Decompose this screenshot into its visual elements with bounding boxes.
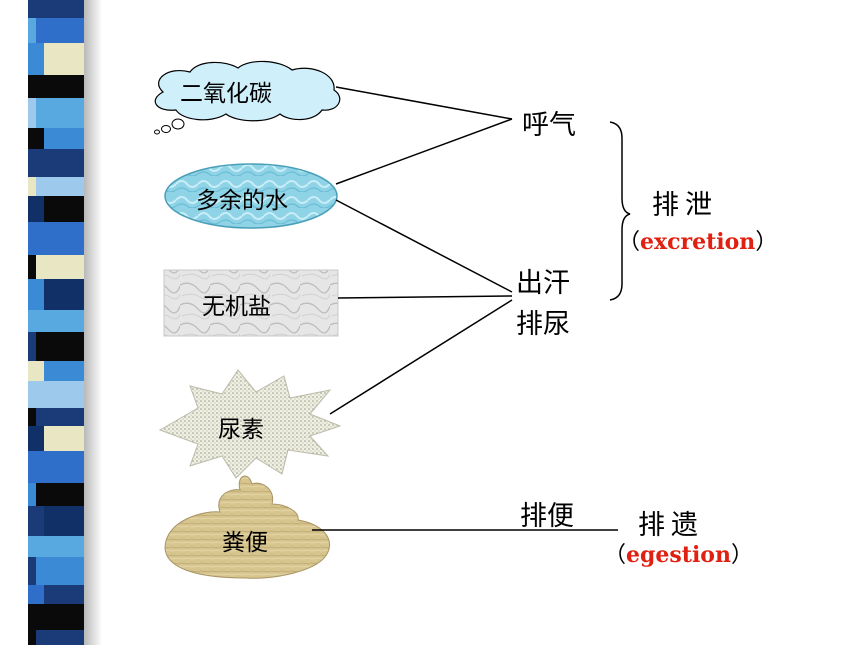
category-egestion-label: 排遗: [638, 510, 704, 541]
process-breath-label: 呼气: [522, 110, 576, 141]
stripe-segment: [36, 18, 84, 43]
process-urine-label: 排尿: [516, 309, 570, 340]
stripe-segment: [28, 149, 84, 177]
category-egestion-english: （egestion）: [604, 537, 753, 569]
process-sweat-label: 出汗: [516, 268, 570, 299]
stripe-segment: [44, 585, 84, 604]
water-to-sweat-urine-line: [335, 199, 513, 293]
stripe-bar-shadow: [84, 0, 102, 645]
salt-to-sweat-urine-line: [337, 295, 513, 299]
stripe-segment: [44, 426, 84, 451]
stripe-segment: [36, 332, 84, 361]
egestion-term: egestion: [626, 542, 731, 568]
stripe-segment: [36, 177, 84, 196]
co2-to-breath-line: [335, 86, 513, 120]
stripe-segment: [28, 381, 84, 408]
item-water-label: 多余的水: [196, 188, 288, 214]
stripe-segment: [28, 0, 84, 18]
stripe-segment: [28, 222, 84, 255]
decorative-stripe-bar: [28, 0, 84, 645]
paren-close: ）: [755, 230, 778, 255]
urea-burst-shape: [158, 369, 342, 479]
stripe-segment: [44, 128, 84, 149]
stripe-segment: [28, 451, 84, 483]
process-defecate-label: 排便: [520, 501, 574, 532]
stripe-segment: [44, 361, 84, 381]
paren-open: （: [618, 230, 641, 255]
stripe-segment: [28, 604, 84, 630]
stripe-segment: [28, 75, 84, 98]
paren-open: （: [604, 543, 627, 568]
stripe-segment: [36, 98, 84, 128]
paren-close: ）: [730, 543, 753, 568]
stripe-segment: [44, 43, 84, 75]
item-urea-label: 尿素: [218, 417, 264, 443]
item-feces-label: 粪便: [222, 530, 268, 556]
salt-marble-shape: [163, 269, 339, 337]
water-to-breath-line: [335, 118, 513, 185]
excretion-brace: [609, 121, 631, 301]
feces-pile-shape: [164, 475, 330, 579]
stripe-segment: [36, 557, 84, 585]
stripe-segment: [28, 310, 84, 332]
stripe-segment: [36, 255, 84, 279]
category-excretion-english: （excretion）: [618, 224, 777, 256]
item-salt-label: 无机盐: [202, 294, 271, 320]
stripe-segment: [28, 536, 84, 557]
stripe-segment: [44, 279, 84, 310]
excretion-term: excretion: [640, 229, 756, 255]
category-excretion-label: 排泄: [652, 190, 718, 221]
urea-to-sweat-urine-line: [329, 299, 513, 415]
item-co2-label: 二氧化碳: [180, 81, 272, 107]
co2-cloud-shape: [154, 60, 341, 135]
stripe-segment: [36, 408, 84, 426]
stripe-segment: [44, 196, 84, 222]
stripe-segment: [44, 506, 84, 536]
stripe-segment: [36, 483, 84, 506]
stripe-segment: [36, 630, 84, 645]
water-ellipse-shape: [164, 163, 338, 229]
